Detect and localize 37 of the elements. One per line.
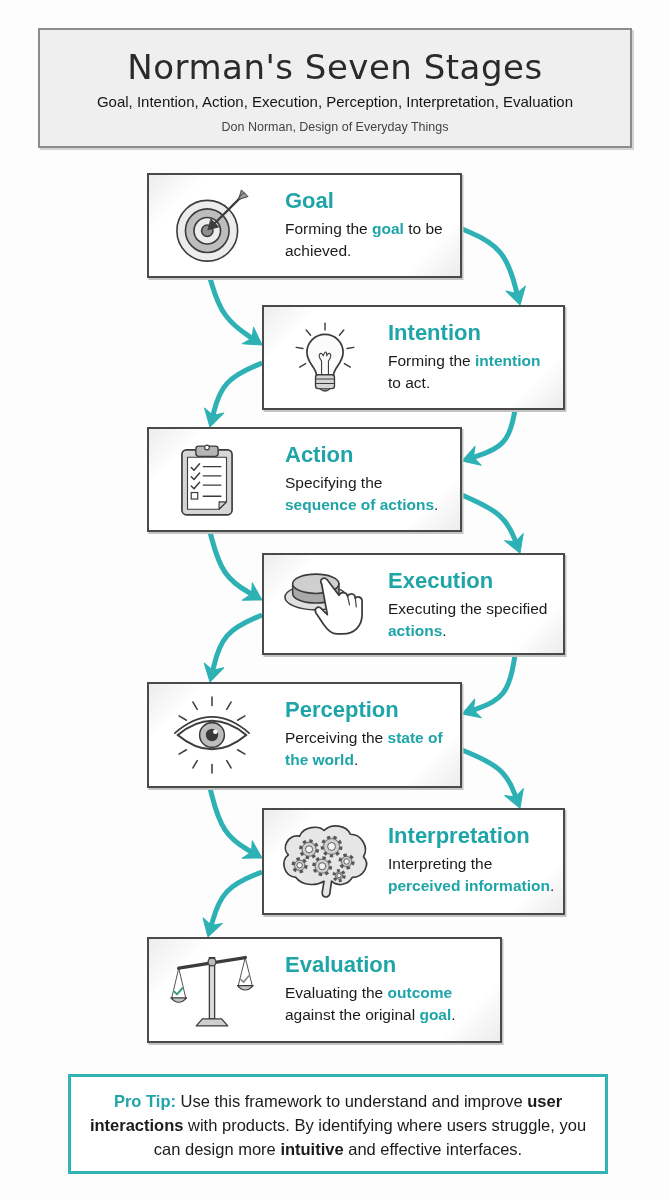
stage-heading: Goal — [285, 188, 335, 214]
stage-heading: Interpretation — [388, 823, 531, 849]
curved-arrow — [207, 787, 263, 859]
stage-description: Evaluating the outcome against the original goal. — [285, 983, 457, 1025]
curved-arrow — [202, 869, 263, 938]
curved-arrow — [461, 654, 518, 719]
stage-description: Executing the specified actions. — [388, 599, 549, 641]
stage-card — [262, 808, 565, 915]
diagram-title: Norman's Seven Stages — [126, 46, 544, 88]
stage-heading: Execution — [388, 568, 495, 594]
stage-heading: Perception — [285, 697, 400, 723]
tip-text: Pro Tip: Use this framework to understand and improve user interactions with products. By identifying where users struggle, you can design more intuitive and effective interfaces. — [89, 1091, 587, 1160]
stage-card — [262, 305, 565, 410]
stage-heading: Intention — [388, 320, 482, 346]
tip-card — [68, 1074, 608, 1174]
curved-arrow — [461, 747, 524, 809]
curved-arrow — [207, 277, 263, 346]
stage-card — [262, 553, 565, 655]
curved-arrow — [461, 492, 524, 554]
stage-card — [147, 427, 462, 532]
stage-card — [147, 682, 462, 788]
stage-description: Forming the goal to be achieved. — [285, 219, 444, 261]
stage-description: Perceiving the state of the world. — [285, 728, 444, 770]
curved-arrow — [461, 409, 518, 466]
curved-arrow — [203, 612, 263, 683]
stage-card — [147, 173, 462, 278]
stage-description: Interpreting the perceived information. — [388, 854, 555, 896]
subtitle: Goal, Intention, Action, Execution, Perception, Interpretation, Evaluation — [95, 92, 575, 112]
curved-arrow — [461, 226, 526, 306]
stage-description: Forming the intention to act. — [388, 351, 542, 393]
stage-heading: Evaluation — [285, 952, 398, 978]
stage-description: Specifying the sequence of actions. — [285, 473, 440, 515]
curved-arrow — [207, 531, 263, 601]
curved-arrow — [204, 360, 263, 428]
stage-card — [147, 937, 502, 1043]
stage-heading: Action — [285, 442, 355, 468]
attribution: Don Norman, Design of Everyday Things — [220, 119, 450, 135]
